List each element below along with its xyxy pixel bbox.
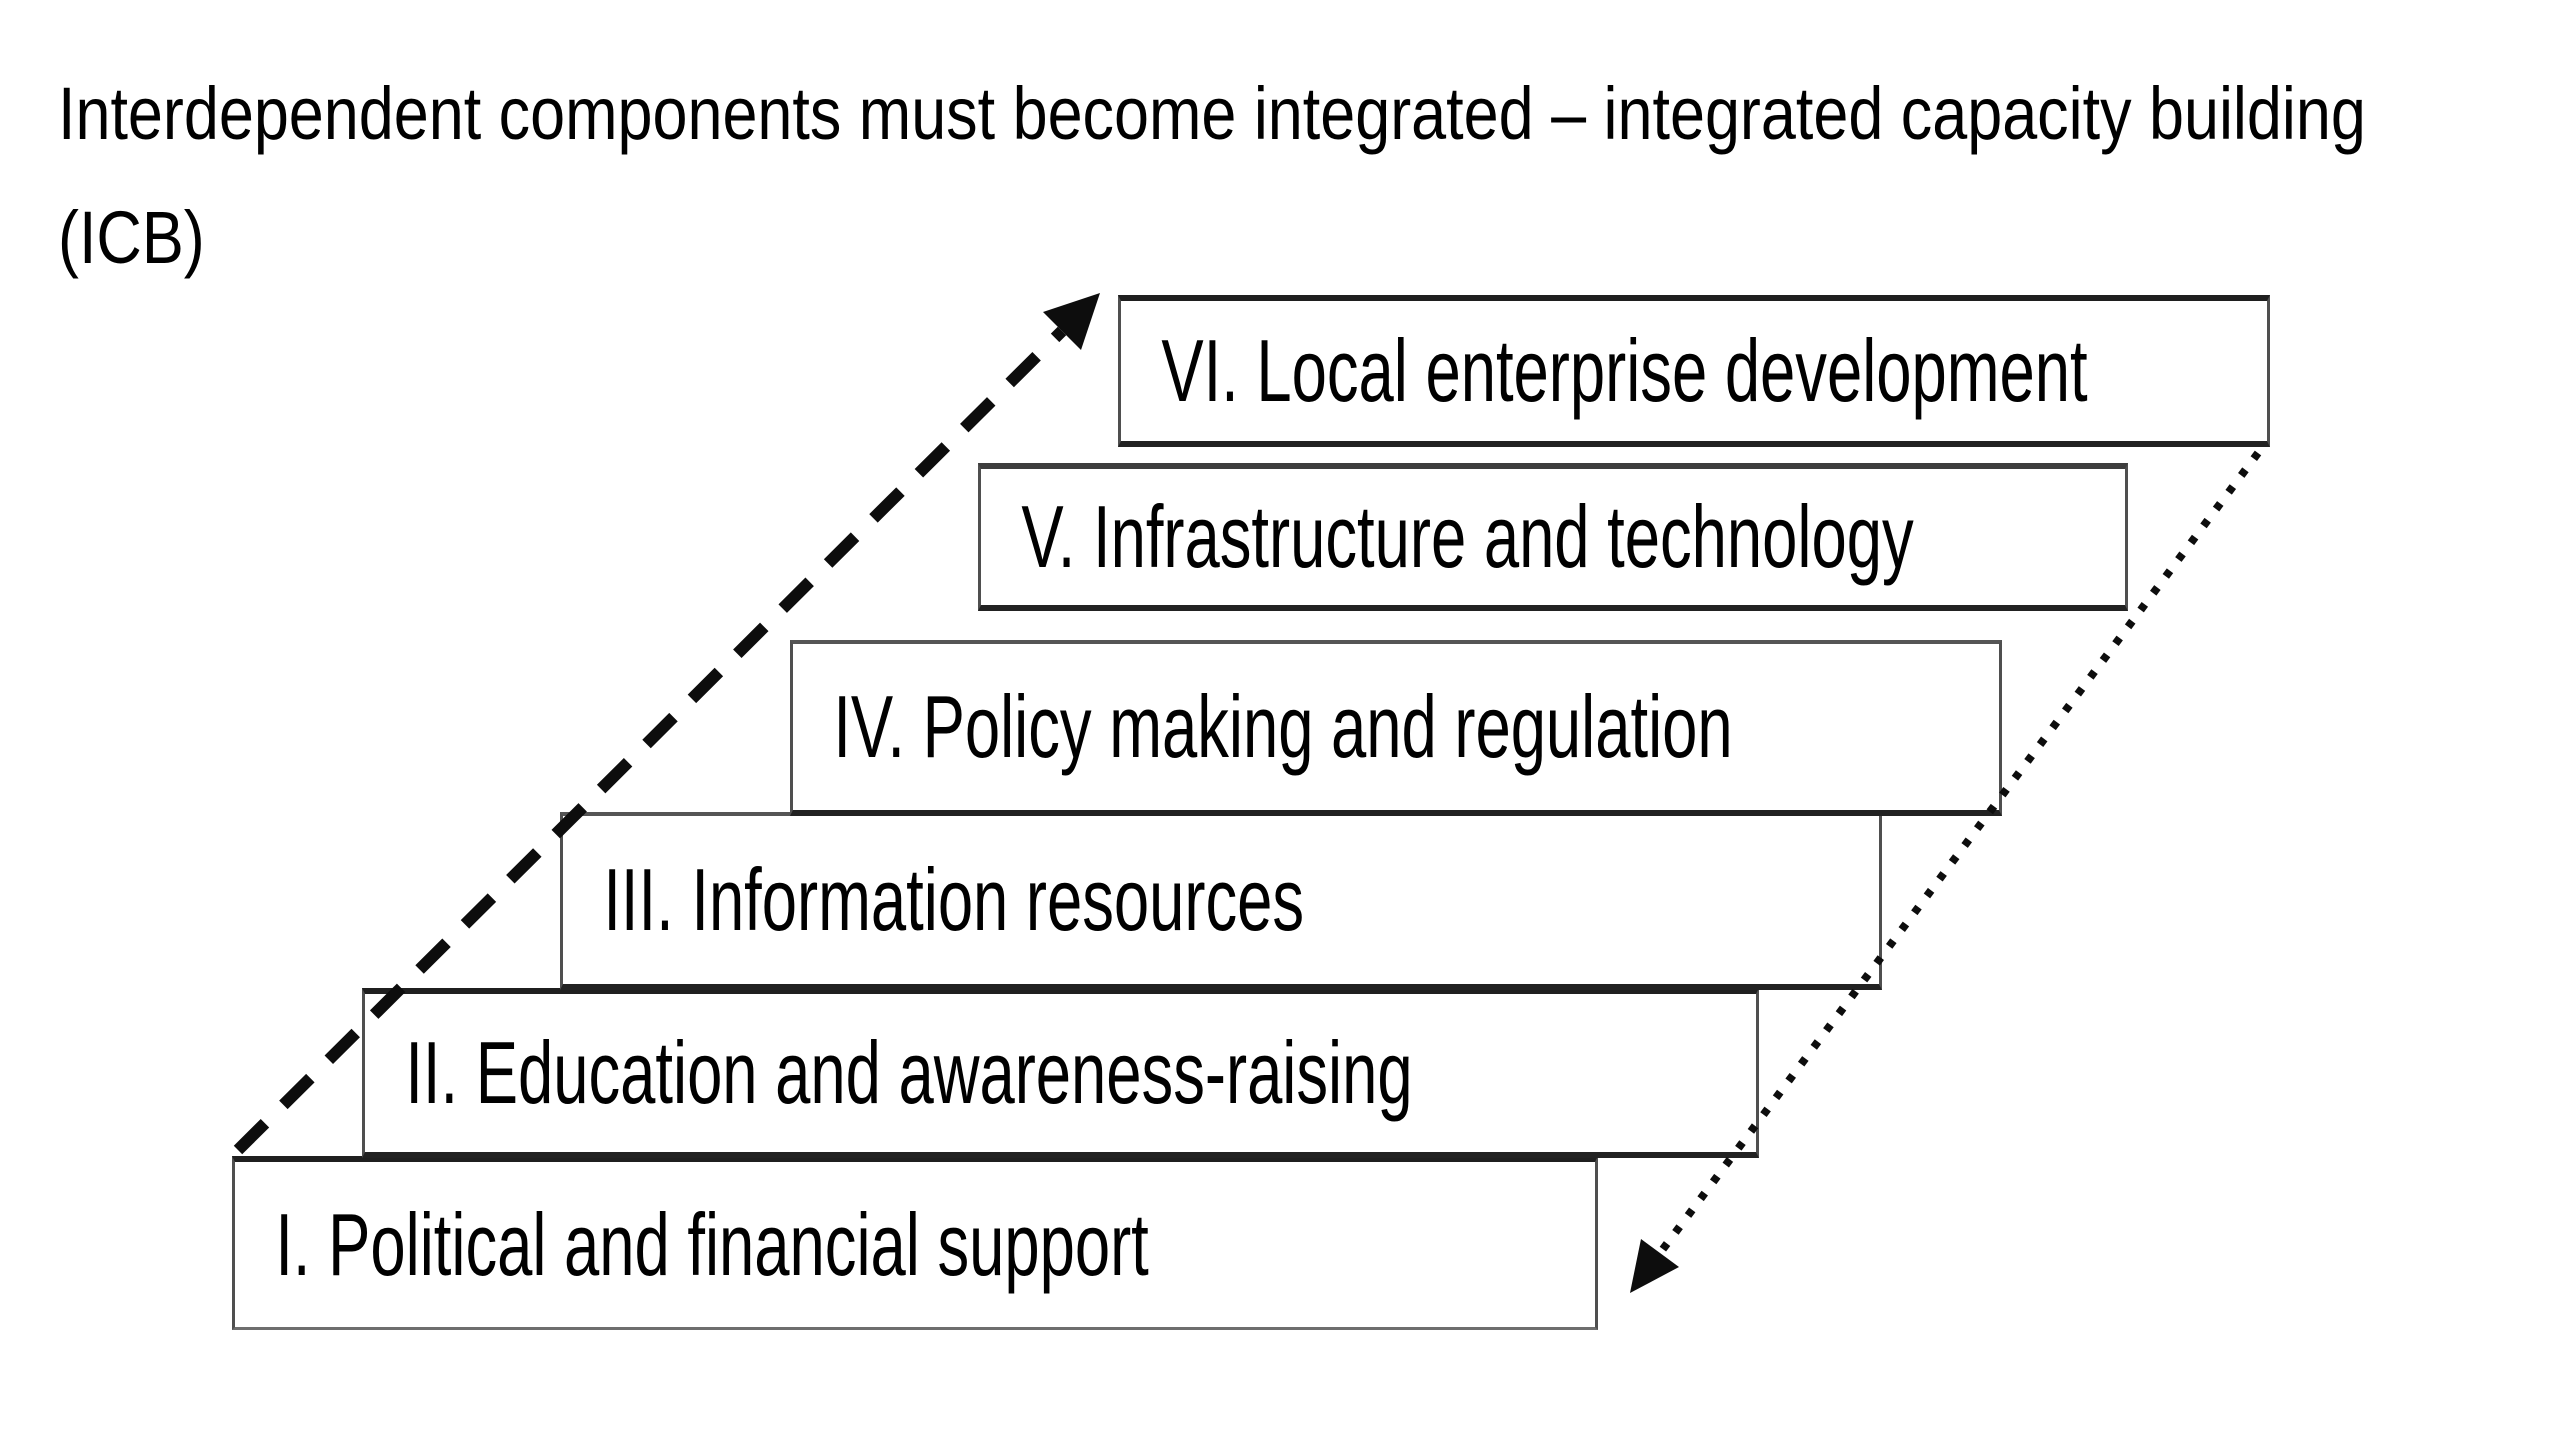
stage-box-v-label: V. Infrastructure and technology <box>1021 487 1914 586</box>
stage-box-vi-local-enterprise-development: VI. Local enterprise development <box>1118 295 2270 447</box>
stage-box-i-political-and-financial-support: I. Political and financial support <box>232 1156 1598 1330</box>
page-title: Interdependent components must become in… <box>58 52 2558 300</box>
title-line-2: (ICB) <box>58 196 205 279</box>
stage-box-iv-label: IV. Policy making and regulation <box>833 677 1733 776</box>
stage-box-i-label: I. Political and financial support <box>275 1194 1149 1294</box>
stage-box-v-infrastructure-and-technology: V. Infrastructure and technology <box>978 463 2128 611</box>
stage-box-vi-label: VI. Local enterprise development <box>1161 321 2088 420</box>
stage-box-iii-information-resources: III. Information resources <box>560 812 1882 990</box>
stage-box-ii-education-and-awareness-raising: II. Education and awareness-raising <box>362 988 1759 1158</box>
stage-box-iii-label: III. Information resources <box>603 850 1305 949</box>
title-line-1: Interdependent components must become in… <box>58 72 2366 155</box>
stage-box-ii-label: II. Education and awareness-raising <box>405 1023 1413 1122</box>
ascending-arrowhead <box>1043 293 1100 350</box>
descending-arrowhead <box>1630 1239 1679 1293</box>
stage-box-iv-policy-making-and-regulation: IV. Policy making and regulation <box>790 640 2002 816</box>
